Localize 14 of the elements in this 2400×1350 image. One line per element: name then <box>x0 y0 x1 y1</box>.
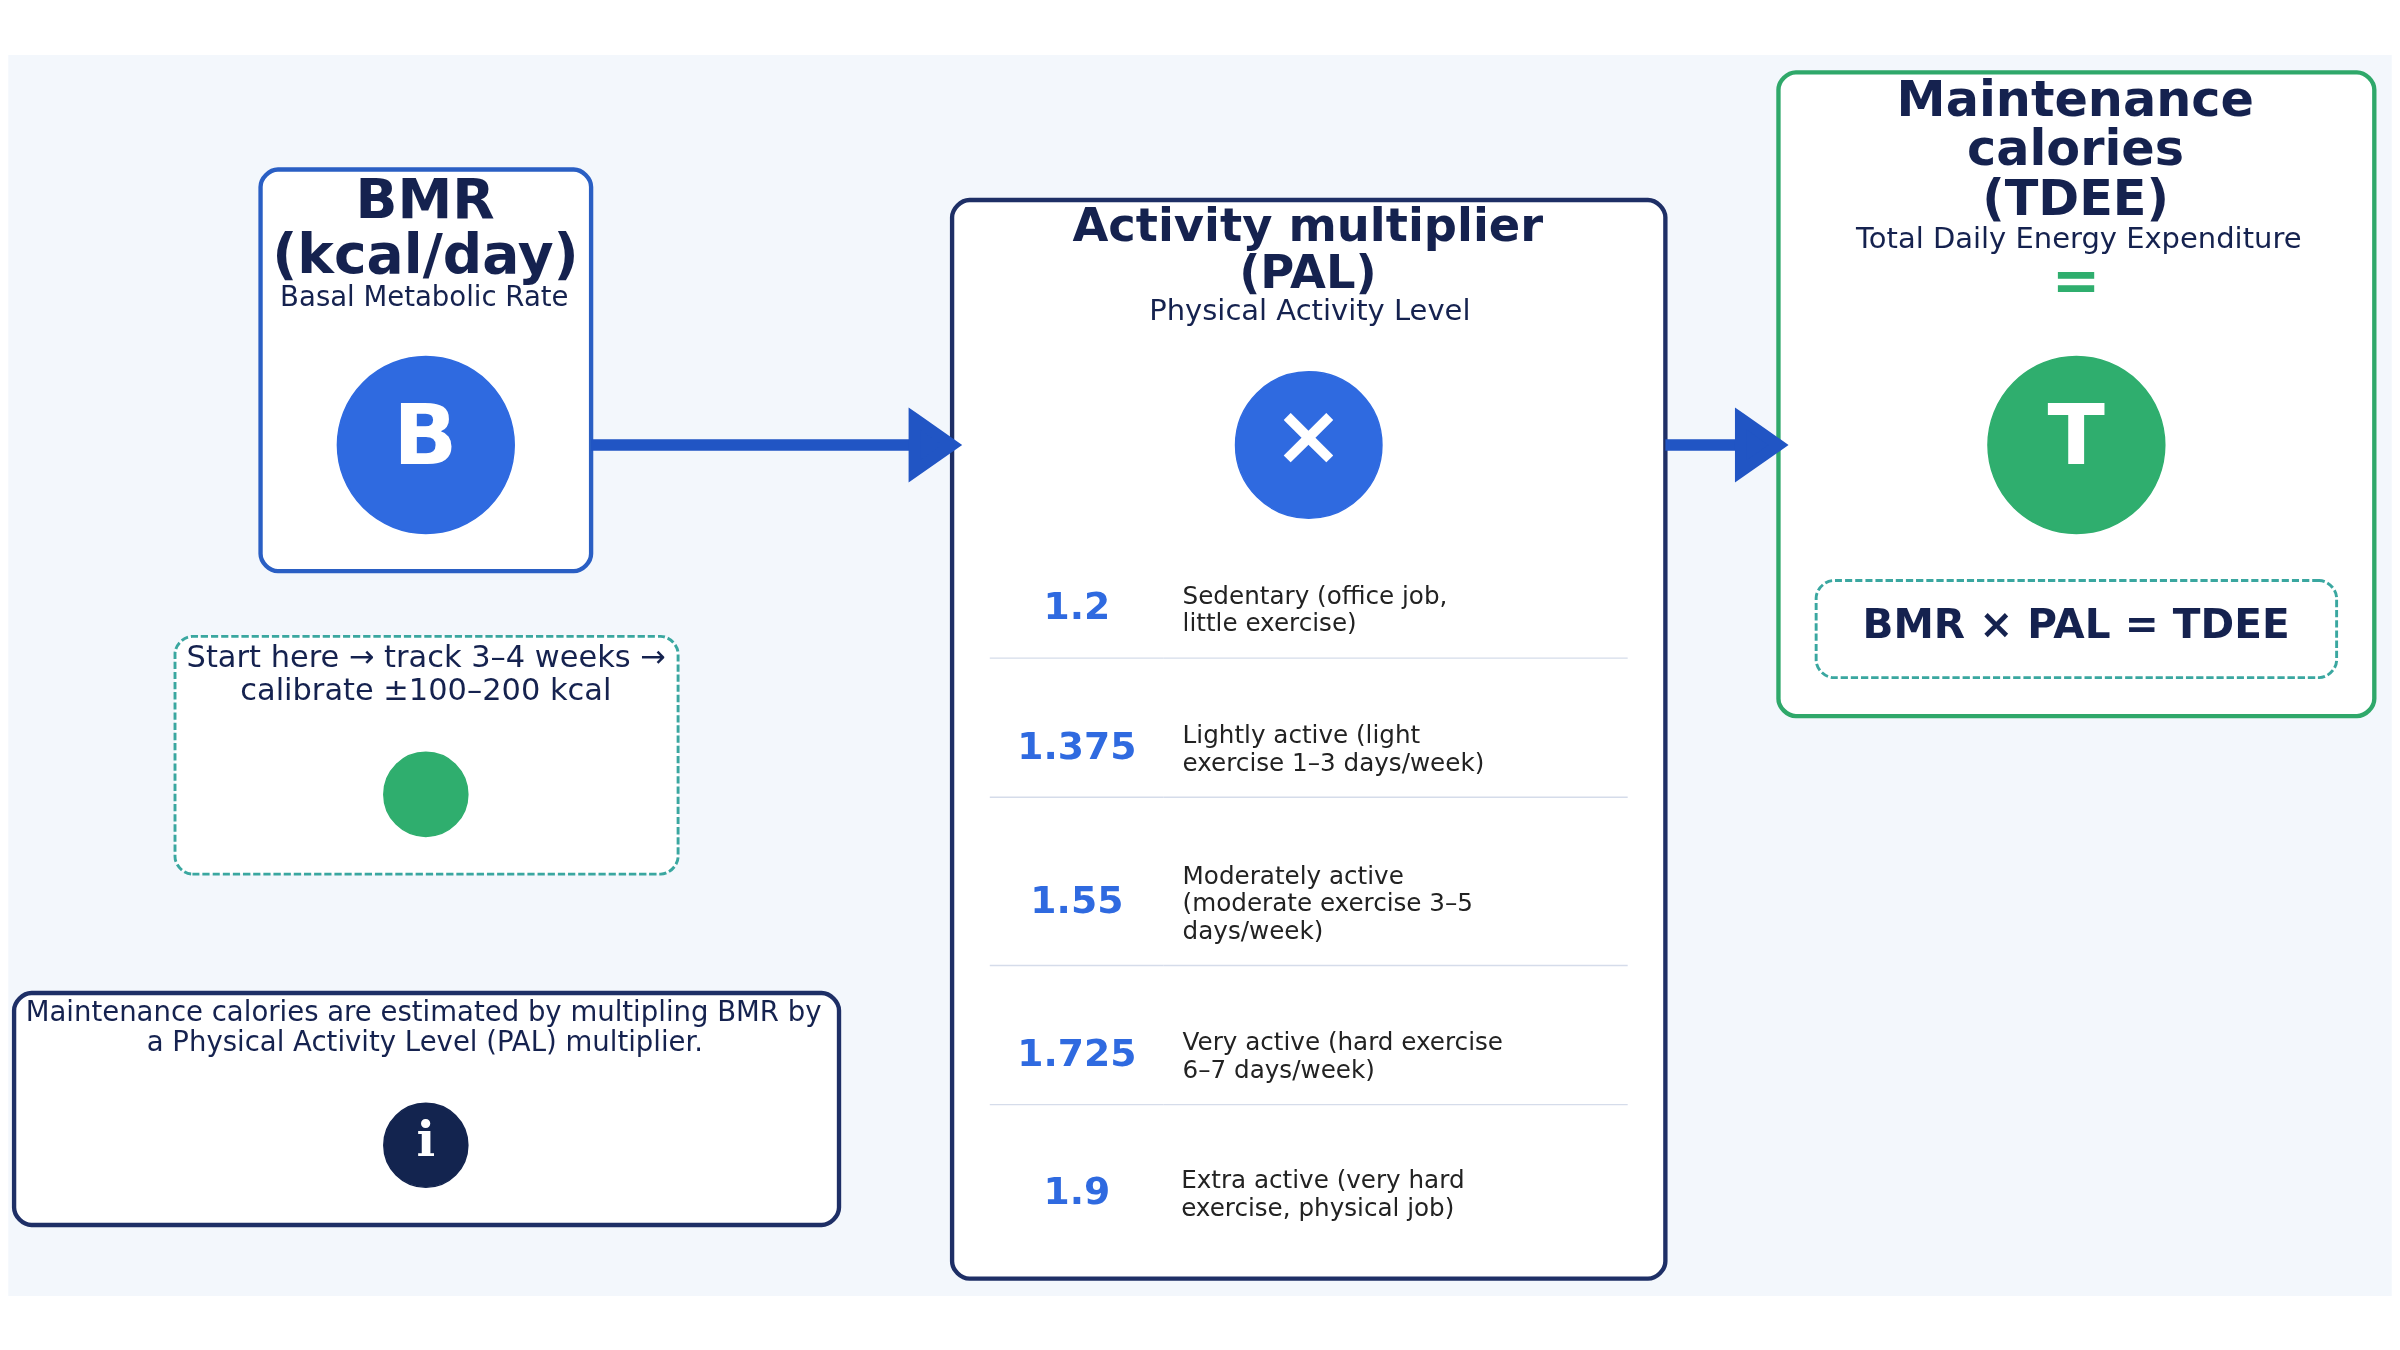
node-text: 1.2 Sedentary (office job, little exercise) <box>1043 580 1448 637</box>
node-circle: T <box>1987 355 2166 534</box>
node-circle <box>383 751 469 837</box>
cluster: Start here → track 3–4 weeks → calibrate ±100–200 kcal <box>173 634 680 876</box>
node-circle: B <box>336 355 515 534</box>
node-text: 1.725 Very active (hard exercise 6–7 days/week) <box>1017 1026 1503 1084</box>
node-circle: × <box>1234 370 1383 519</box>
node-box: BMR × PAL = TDEE <box>1814 578 2339 679</box>
node-text: 1.55 Moderately active (moderate exercise 3–5 days/week) <box>1030 860 1473 945</box>
node-text: 1.9 Extra active (very hard exercise, physical job) <box>1043 1164 1465 1222</box>
node-circle: i <box>383 1101 469 1188</box>
node-text: 1.375 Lightly active (light exercise 1–3 days/week) <box>1017 719 1485 777</box>
arrow <box>1665 406 1789 482</box>
arrow <box>591 406 963 482</box>
